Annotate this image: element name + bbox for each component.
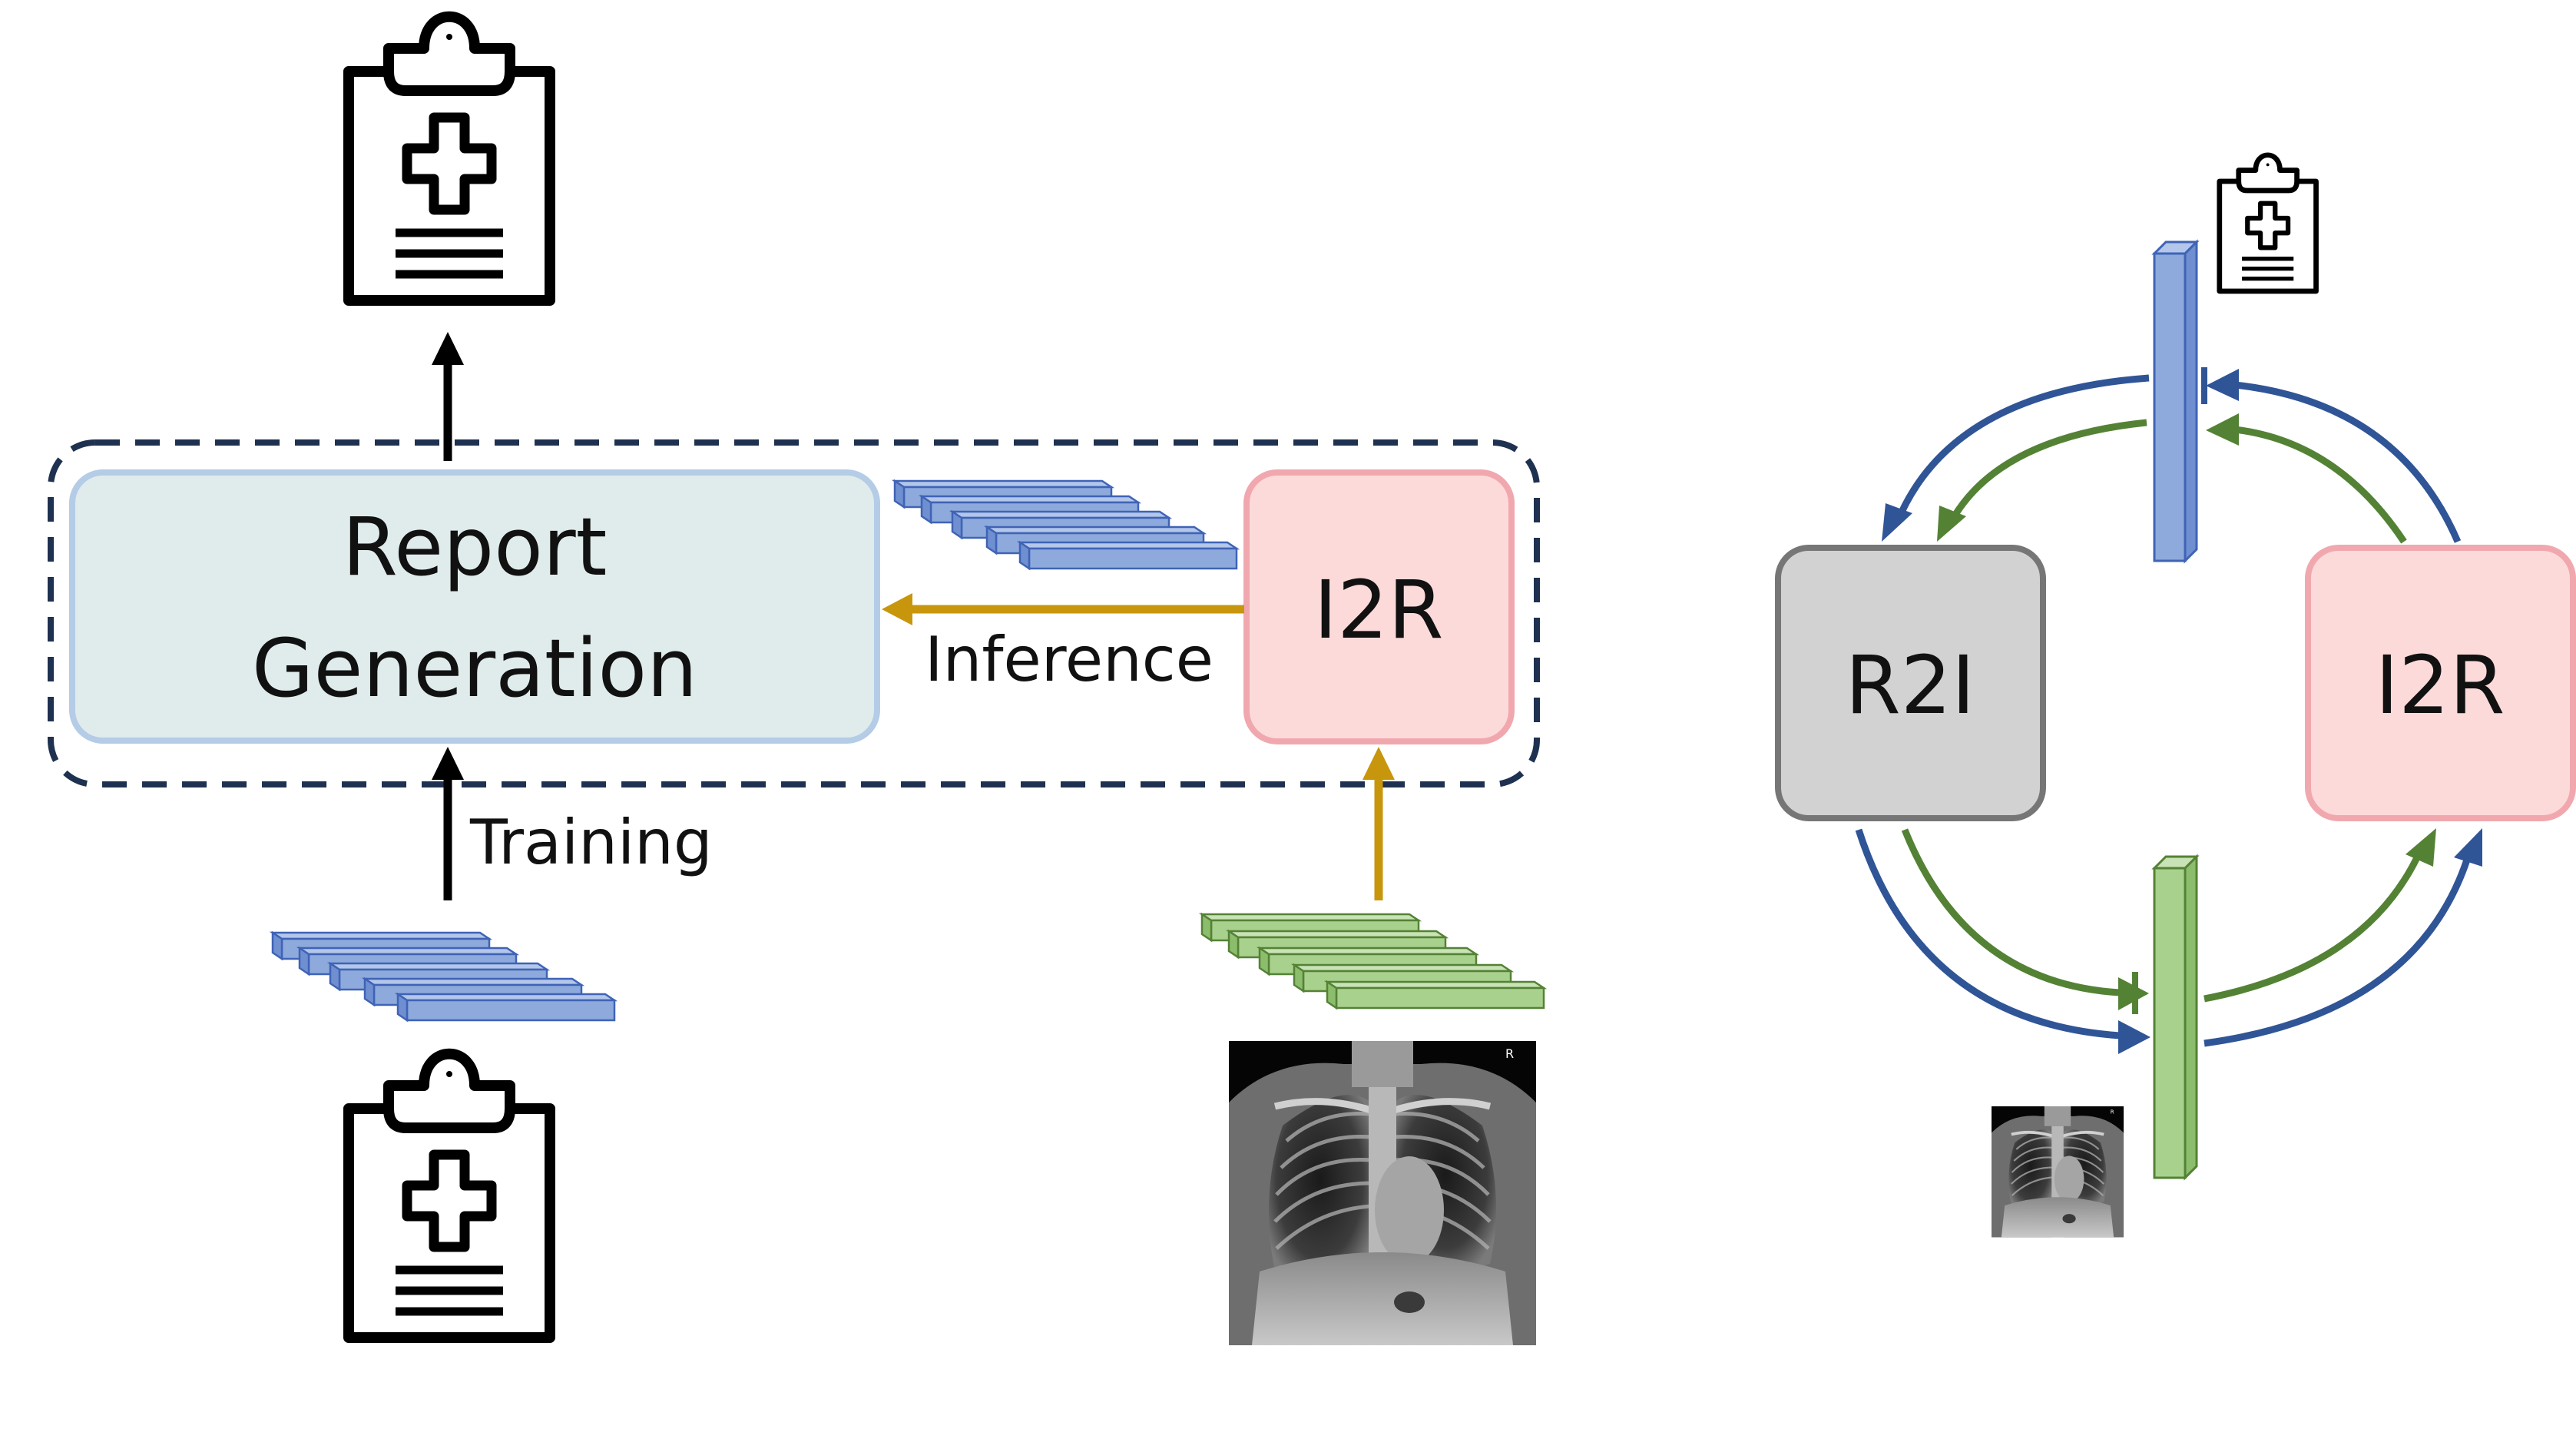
- cycle-arrow-image-to-i2r-green: [2204, 828, 2436, 1003]
- cycle-arrow-image-to-i2r-blue: [2204, 828, 2482, 1047]
- chest-xray-image: [1229, 1041, 1536, 1345]
- small-report-icon: [2220, 155, 2316, 291]
- cycle-arrow-i2r-to-report-green: [2206, 413, 2407, 544]
- i2r-box-right: [2305, 545, 2576, 821]
- report-feature-stack-training: [271, 931, 616, 1022]
- i2r-box-left: [1243, 469, 1515, 744]
- dashed-system-frame: [48, 439, 1540, 787]
- report-generation-label-line1: Report: [343, 500, 608, 594]
- i2r-label-left: I2R: [1313, 563, 1443, 657]
- inference-arrow: [882, 593, 1244, 625]
- image-feature-vertical: [2151, 854, 2200, 1181]
- small-chest-xray: [1990, 1105, 2125, 1239]
- output-report-icon: [349, 17, 550, 300]
- inference-label: Inference: [925, 624, 1214, 695]
- report-feature-vertical: [2151, 239, 2200, 564]
- r2i-label: R2I: [1845, 638, 1975, 732]
- report-generation-box: [69, 469, 880, 744]
- i2r-label-right: I2R: [2375, 638, 2505, 732]
- cycle-arrow-r2i-to-image-blue: [1855, 828, 2151, 1054]
- training-label: Training: [469, 807, 713, 878]
- cycle-arrow-report-to-r2i-green: [1937, 419, 2147, 542]
- cycle-arrow-report-to-r2i-blue: [1882, 374, 2150, 542]
- cycle-arrow-i2r-to-report-blue: [2201, 367, 2462, 543]
- output-arrow: [432, 332, 464, 461]
- image-feature-stack: [1200, 913, 1545, 1010]
- r2i-box: [1775, 545, 2046, 821]
- report-generation-label-line2: Generation: [252, 622, 697, 715]
- training-arrow: [432, 747, 464, 900]
- cycle-arrow-r2i-to-image-green: [1901, 828, 2149, 1014]
- report-feature-stack-inference: [893, 479, 1238, 570]
- image-to-i2r-arrow: [1362, 747, 1395, 900]
- input-report-icon: [349, 1054, 550, 1338]
